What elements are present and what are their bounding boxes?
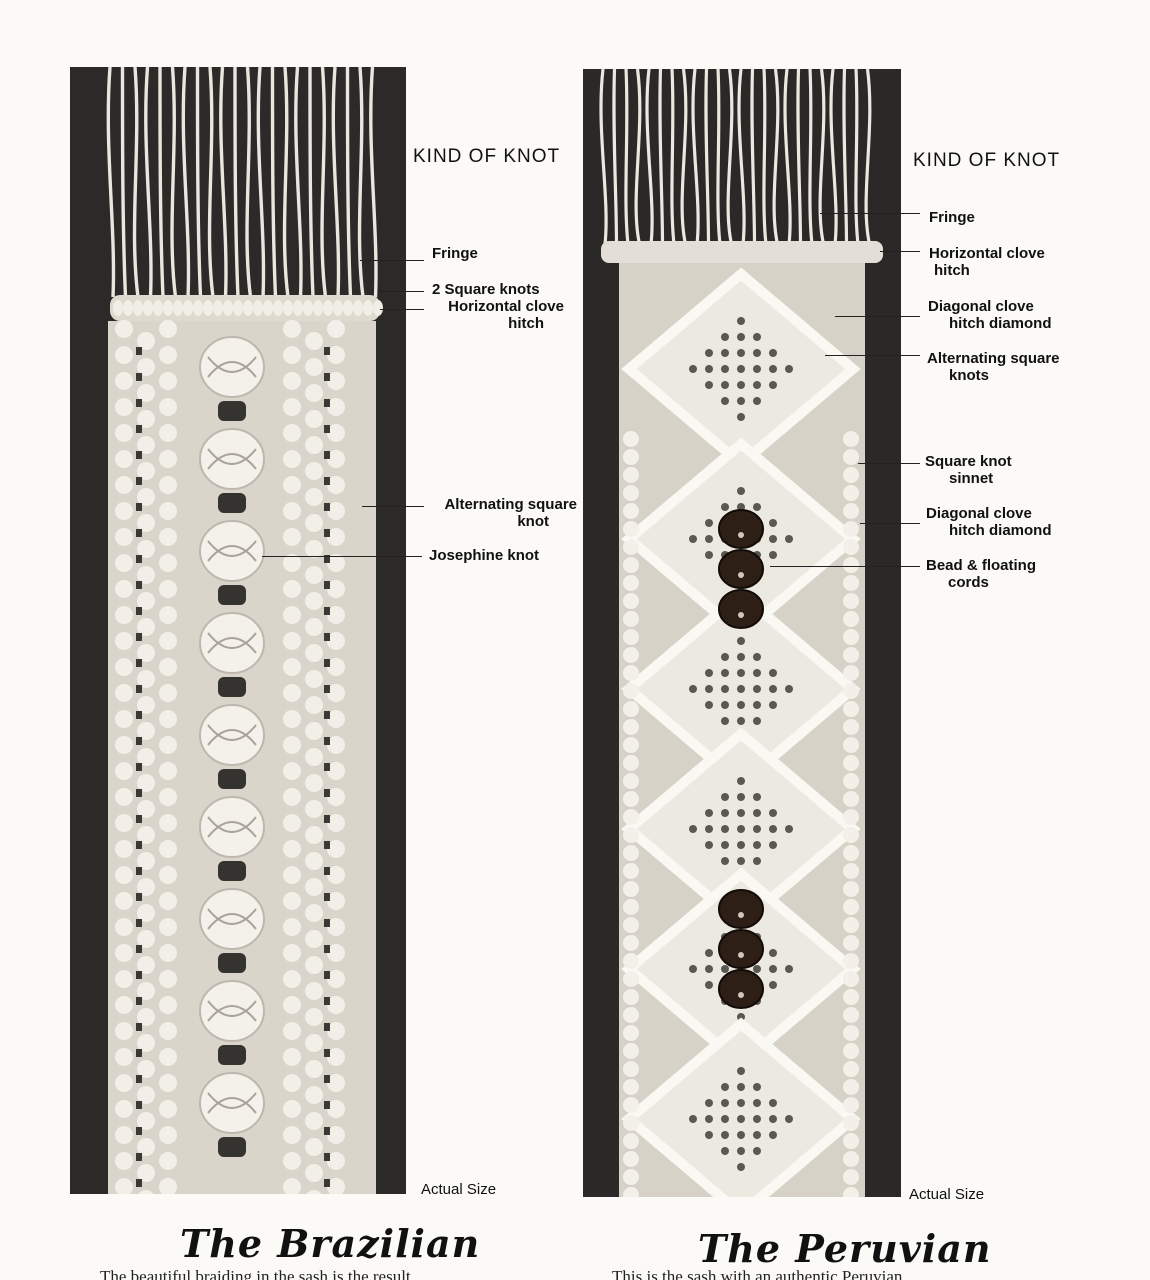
left-label-josephine-knot: Josephine knot bbox=[429, 547, 540, 564]
right-label-diagonal-clove-hitch-diamond-2: Diagonal clove hitch diamond bbox=[926, 505, 1052, 539]
left-label-horizontal-clove-hitch: Horizontal clove hitch bbox=[448, 298, 564, 332]
right-kind-of-knot-heading: KIND OF KNOT bbox=[913, 150, 1061, 171]
right-actual-size-caption: Actual Size bbox=[909, 1186, 985, 1203]
right-horizontal-clove-leader bbox=[880, 251, 920, 252]
right-label-bead-floating-cords: Bead & floating cords bbox=[926, 557, 1037, 591]
right-label-alternating-square-knots: Alternating square knots bbox=[927, 350, 1060, 384]
left-alternating-square-leader bbox=[362, 506, 424, 507]
right-fringe-leader bbox=[820, 213, 920, 214]
peruvian-title: The Peruvian bbox=[698, 1226, 992, 1271]
right-bead-leader bbox=[770, 566, 920, 567]
right-label-fringe: Fringe bbox=[929, 209, 975, 226]
left-square-knots-leader bbox=[378, 291, 424, 292]
brazilian-body-text: The beautiful braiding in the sash is th… bbox=[100, 1267, 411, 1280]
right-diagonal-clove-leader bbox=[835, 316, 920, 317]
right-alternating-square-leader bbox=[825, 355, 920, 356]
right-label-horizontal-clove-hitch: Horizontal clove hitch bbox=[929, 245, 1045, 279]
right-square-knot-sinnet-leader bbox=[858, 463, 920, 464]
left-josephine-leader bbox=[262, 556, 422, 557]
right-label-square-knot-sinnet: Square knot sinnet bbox=[925, 453, 1012, 487]
left-fringe-leader bbox=[360, 260, 424, 261]
right-diagonal-clove-2-leader bbox=[860, 523, 920, 524]
peruvian-sash-photo bbox=[583, 69, 901, 1197]
left-label-alternating-square-knot: Alternating square knot bbox=[444, 496, 577, 530]
peruvian-body-text: This is the sash with an authentic Peruv… bbox=[612, 1267, 903, 1280]
brazilian-title: The Brazilian bbox=[180, 1221, 481, 1266]
left-label-2-square-knots: 2 Square knots bbox=[432, 281, 540, 298]
right-label-diagonal-clove-hitch-diamond: Diagonal clove hitch diamond bbox=[928, 298, 1052, 332]
left-label-fringe: Fringe bbox=[432, 245, 478, 262]
left-actual-size-caption: Actual Size bbox=[421, 1181, 497, 1198]
brazilian-sash-photo bbox=[70, 67, 406, 1194]
left-horizontal-clove-leader bbox=[380, 309, 424, 310]
left-kind-of-knot-heading: KIND OF KNOT bbox=[413, 146, 561, 167]
